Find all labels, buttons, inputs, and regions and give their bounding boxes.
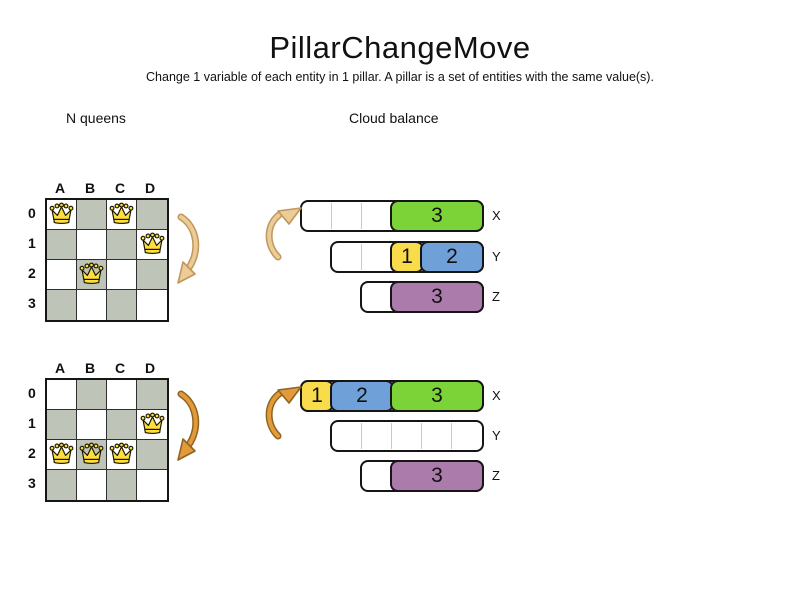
board-square-C1	[107, 410, 137, 440]
cloudbalance-section-label: Cloud balance	[349, 110, 439, 126]
row-label: 3	[28, 295, 36, 311]
board-square-A1	[47, 230, 77, 260]
board-square-B0	[77, 380, 107, 410]
row-label: 2	[28, 265, 36, 281]
row-label: 0	[28, 205, 36, 221]
board-square-A3	[47, 470, 77, 500]
row-label: 1	[28, 415, 36, 431]
column-label: C	[114, 360, 126, 376]
board-square-D1	[137, 230, 167, 260]
board-square-C2	[107, 260, 137, 290]
row-label: 3	[28, 475, 36, 491]
queen-icon	[79, 442, 104, 464]
computer-bar-x: 3	[300, 200, 484, 232]
process-block-blue: 2	[420, 241, 484, 273]
column-label: B	[84, 360, 96, 376]
board-square-D2	[137, 260, 167, 290]
board-grid	[45, 378, 169, 502]
computer-bar-y	[330, 420, 484, 452]
queen-icon	[140, 232, 164, 254]
computer-bar-z: 3	[360, 281, 484, 313]
capacity-divider	[361, 423, 362, 449]
process-block-yellow: 1	[300, 380, 334, 412]
board-square-A2	[47, 440, 77, 470]
board-square-C0	[107, 200, 137, 230]
chessboard-after: A B C D 0 1 2 3	[28, 361, 169, 502]
page-title: PillarChangeMove	[269, 30, 531, 65]
board-square-D2	[137, 440, 167, 470]
board-row-labels: 0 1 2 3	[28, 198, 45, 322]
process-block-yellow: 1	[390, 241, 424, 273]
computer-label-y: Y	[492, 249, 501, 264]
computer-label-z: Z	[492, 289, 500, 304]
board-column-headers: A B C D	[45, 361, 169, 378]
board-row-labels: 0 1 2 3	[28, 378, 45, 502]
board-square-B0	[77, 200, 107, 230]
board-column-headers: A B C D	[45, 181, 169, 198]
queen-icon	[79, 262, 104, 284]
board-square-D3	[137, 470, 167, 500]
process-block-green: 3	[390, 380, 484, 412]
process-block-purple: 3	[390, 281, 484, 313]
board-square-B3	[77, 290, 107, 320]
move-arrow-icon	[177, 213, 200, 284]
queen-icon	[109, 202, 134, 224]
process-block-blue: 2	[330, 380, 394, 412]
board-square-D1	[137, 410, 167, 440]
column-label: B	[84, 180, 96, 196]
board-square-A0	[47, 200, 77, 230]
board-square-D0	[137, 200, 167, 230]
move-arrow-icon	[265, 386, 302, 440]
board-square-B1	[77, 230, 107, 260]
board-square-A1	[47, 410, 77, 440]
computer-label-z: Z	[492, 468, 500, 483]
board-square-A2	[47, 260, 77, 290]
computer-label-x: X	[492, 388, 501, 403]
row-label: 1	[28, 235, 36, 251]
move-arrow-icon	[265, 207, 302, 261]
process-block-purple: 3	[390, 460, 484, 492]
capacity-divider	[451, 423, 452, 449]
board-square-B3	[77, 470, 107, 500]
move-arrow-icon	[177, 390, 200, 461]
page-subtitle: Change 1 variable of each entity in 1 pi…	[146, 70, 654, 84]
row-label: 0	[28, 385, 36, 401]
board-square-C3	[107, 290, 137, 320]
column-label: C	[114, 180, 126, 196]
board-square-B2	[77, 440, 107, 470]
computer-bar-z: 3	[360, 460, 484, 492]
capacity-divider	[421, 423, 422, 449]
board-square-C0	[107, 380, 137, 410]
board-grid	[45, 198, 169, 322]
column-label: A	[54, 360, 66, 376]
board-square-B1	[77, 410, 107, 440]
board-square-D3	[137, 290, 167, 320]
capacity-divider	[361, 244, 362, 270]
board-square-C2	[107, 440, 137, 470]
board-square-A0	[47, 380, 77, 410]
board-square-C1	[107, 230, 137, 260]
nqueens-section-label: N queens	[66, 110, 126, 126]
board-square-B2	[77, 260, 107, 290]
board-square-C3	[107, 470, 137, 500]
computer-label-x: X	[492, 208, 501, 223]
column-label: A	[54, 180, 66, 196]
board-square-D0	[137, 380, 167, 410]
process-block-green: 3	[390, 200, 484, 232]
computer-label-y: Y	[492, 428, 501, 443]
column-label: D	[144, 360, 156, 376]
column-label: D	[144, 180, 156, 196]
capacity-divider	[331, 203, 332, 229]
queen-icon	[140, 412, 164, 434]
queen-icon	[49, 442, 74, 464]
capacity-divider	[391, 423, 392, 449]
queen-icon	[109, 442, 134, 464]
row-label: 2	[28, 445, 36, 461]
queen-icon	[49, 202, 74, 224]
chessboard-before: A B C D 0 1 2 3	[28, 181, 169, 322]
board-square-A3	[47, 290, 77, 320]
capacity-divider	[361, 203, 362, 229]
